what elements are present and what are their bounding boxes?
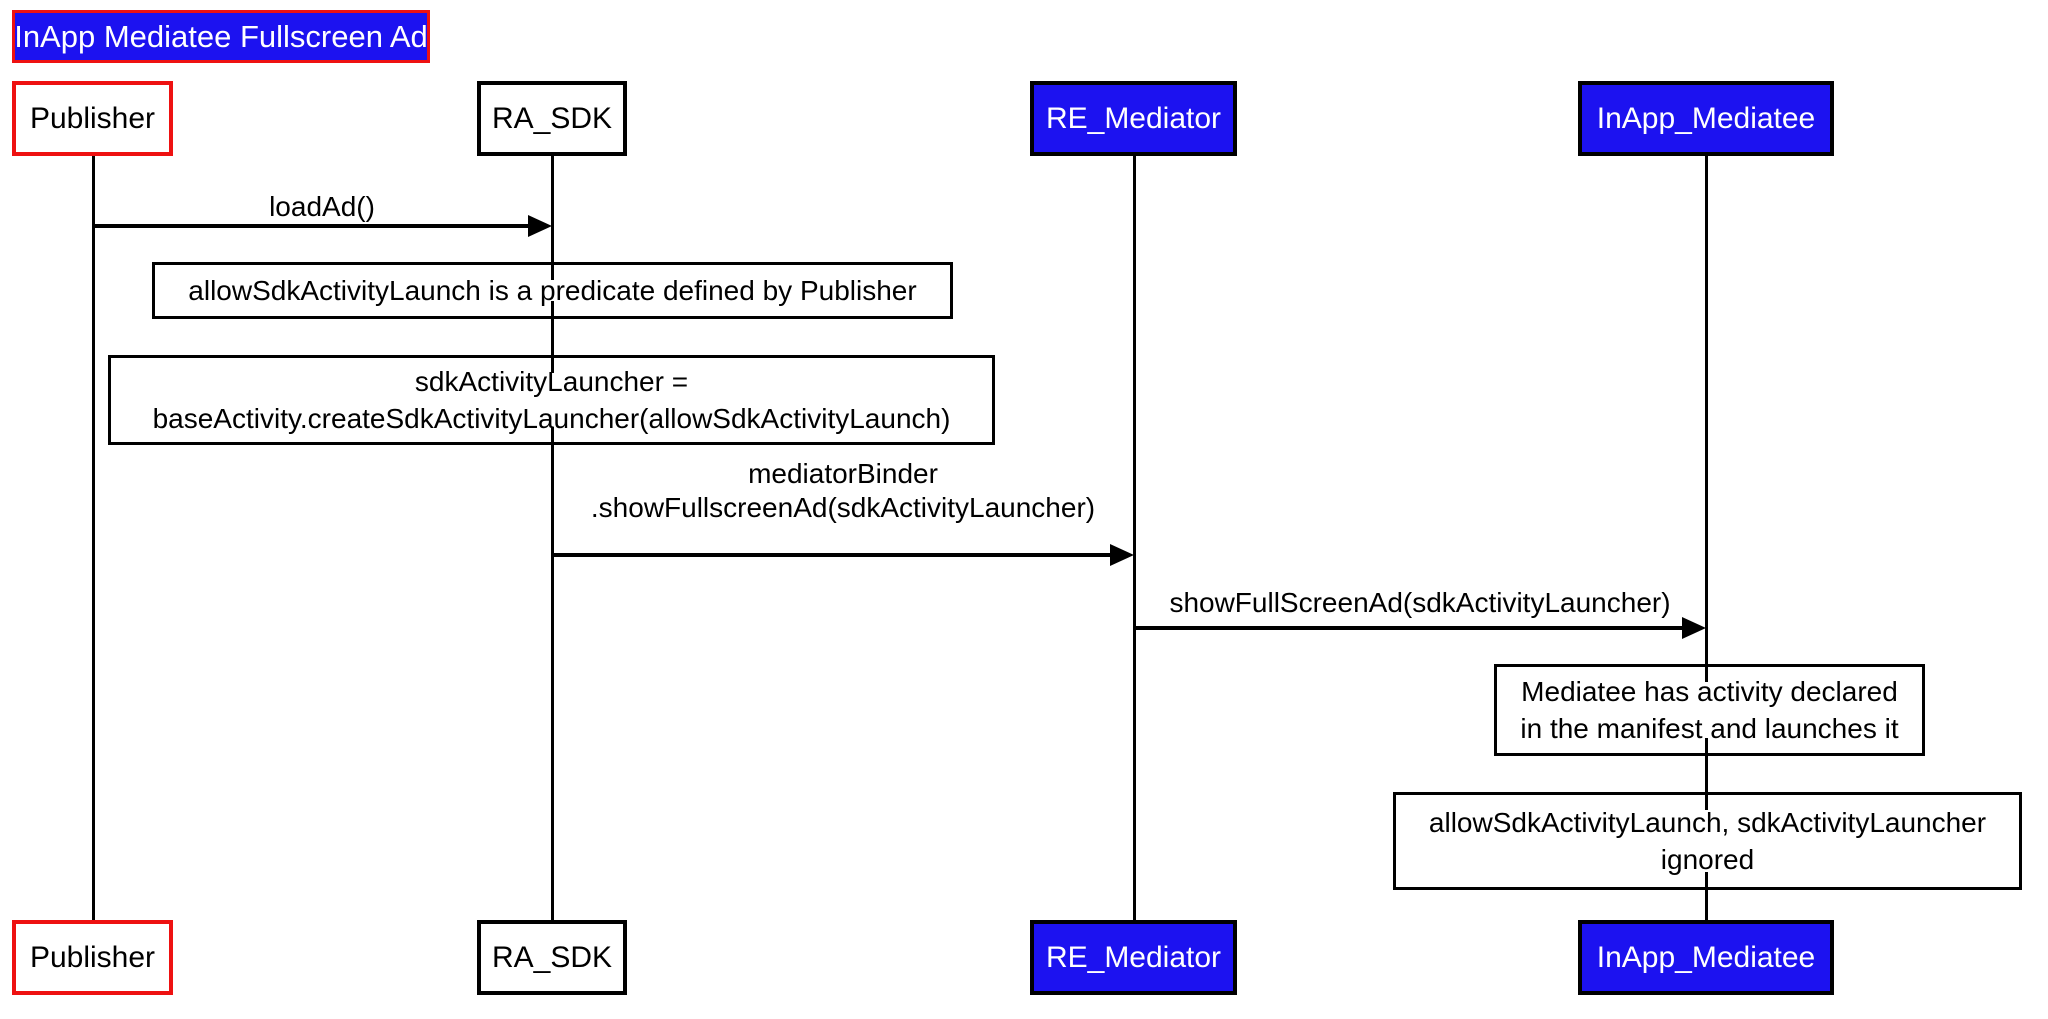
note-ignored-line1: allowSdkActivityLaunch, sdkActivityLaunc…	[1428, 807, 1987, 838]
note-ignored-line2: ignored	[1660, 844, 1755, 875]
message-arrow-loadad	[92, 224, 530, 228]
message-label-mediator-binder: mediatorBinder .showFullscreenAd(sdkActi…	[552, 457, 1134, 525]
participant-bottom-publisher: Publisher	[12, 920, 173, 995]
participant-top-ra-sdk: RA_SDK	[477, 81, 627, 156]
lifeline-tick	[1705, 792, 1708, 810]
lifeline-tick	[551, 427, 554, 445]
lifeline-tick	[1705, 872, 1708, 890]
participant-top-publisher: Publisher	[12, 81, 173, 156]
note-manifest: Mediatee has activity declared in the ma…	[1494, 664, 1925, 756]
message-label-mediator-binder-line2: .showFullscreenAd(sdkActivityLauncher)	[590, 492, 1096, 523]
participant-top-inapp-mediatee: InApp_Mediatee	[1578, 81, 1834, 156]
lifeline-ra-sdk	[551, 156, 554, 921]
lifeline-re-mediator	[1133, 156, 1136, 921]
message-arrow-mediator-binder	[552, 553, 1110, 557]
arrowhead-right-icon	[1110, 544, 1134, 566]
diagram-title: InApp Mediatee Fullscreen Ad	[12, 10, 430, 63]
lifeline-publisher	[92, 156, 95, 921]
lifeline-inapp-mediatee	[1705, 156, 1708, 921]
arrowhead-right-icon	[528, 215, 552, 237]
message-label-mediator-binder-line1: mediatorBinder	[748, 458, 938, 489]
lifeline-tick	[551, 355, 554, 373]
note-manifest-line1: Mediatee has activity declared	[1521, 676, 1898, 707]
note-manifest-line2: in the manifest and launches it	[1520, 713, 1899, 744]
note-predicate-line1: allowSdkActivityLaunch is a predicate de…	[188, 275, 917, 306]
lifeline-tick	[551, 262, 554, 280]
participant-bottom-inapp-mediatee: InApp_Mediatee	[1578, 920, 1834, 995]
message-arrow-show-fullscreen	[1134, 626, 1682, 630]
lifeline-tick	[1705, 664, 1708, 682]
message-label-show-fullscreen: showFullScreenAd(sdkActivityLauncher)	[1169, 587, 1671, 618]
participant-top-re-mediator: RE_Mediator	[1030, 81, 1237, 156]
lifeline-tick	[551, 301, 554, 319]
message-label-loadad: loadAd()	[269, 191, 375, 222]
participant-bottom-re-mediator: RE_Mediator	[1030, 920, 1237, 995]
arrowhead-right-icon	[1682, 617, 1706, 639]
lifeline-tick	[1705, 738, 1708, 756]
participant-bottom-ra-sdk: RA_SDK	[477, 920, 627, 995]
